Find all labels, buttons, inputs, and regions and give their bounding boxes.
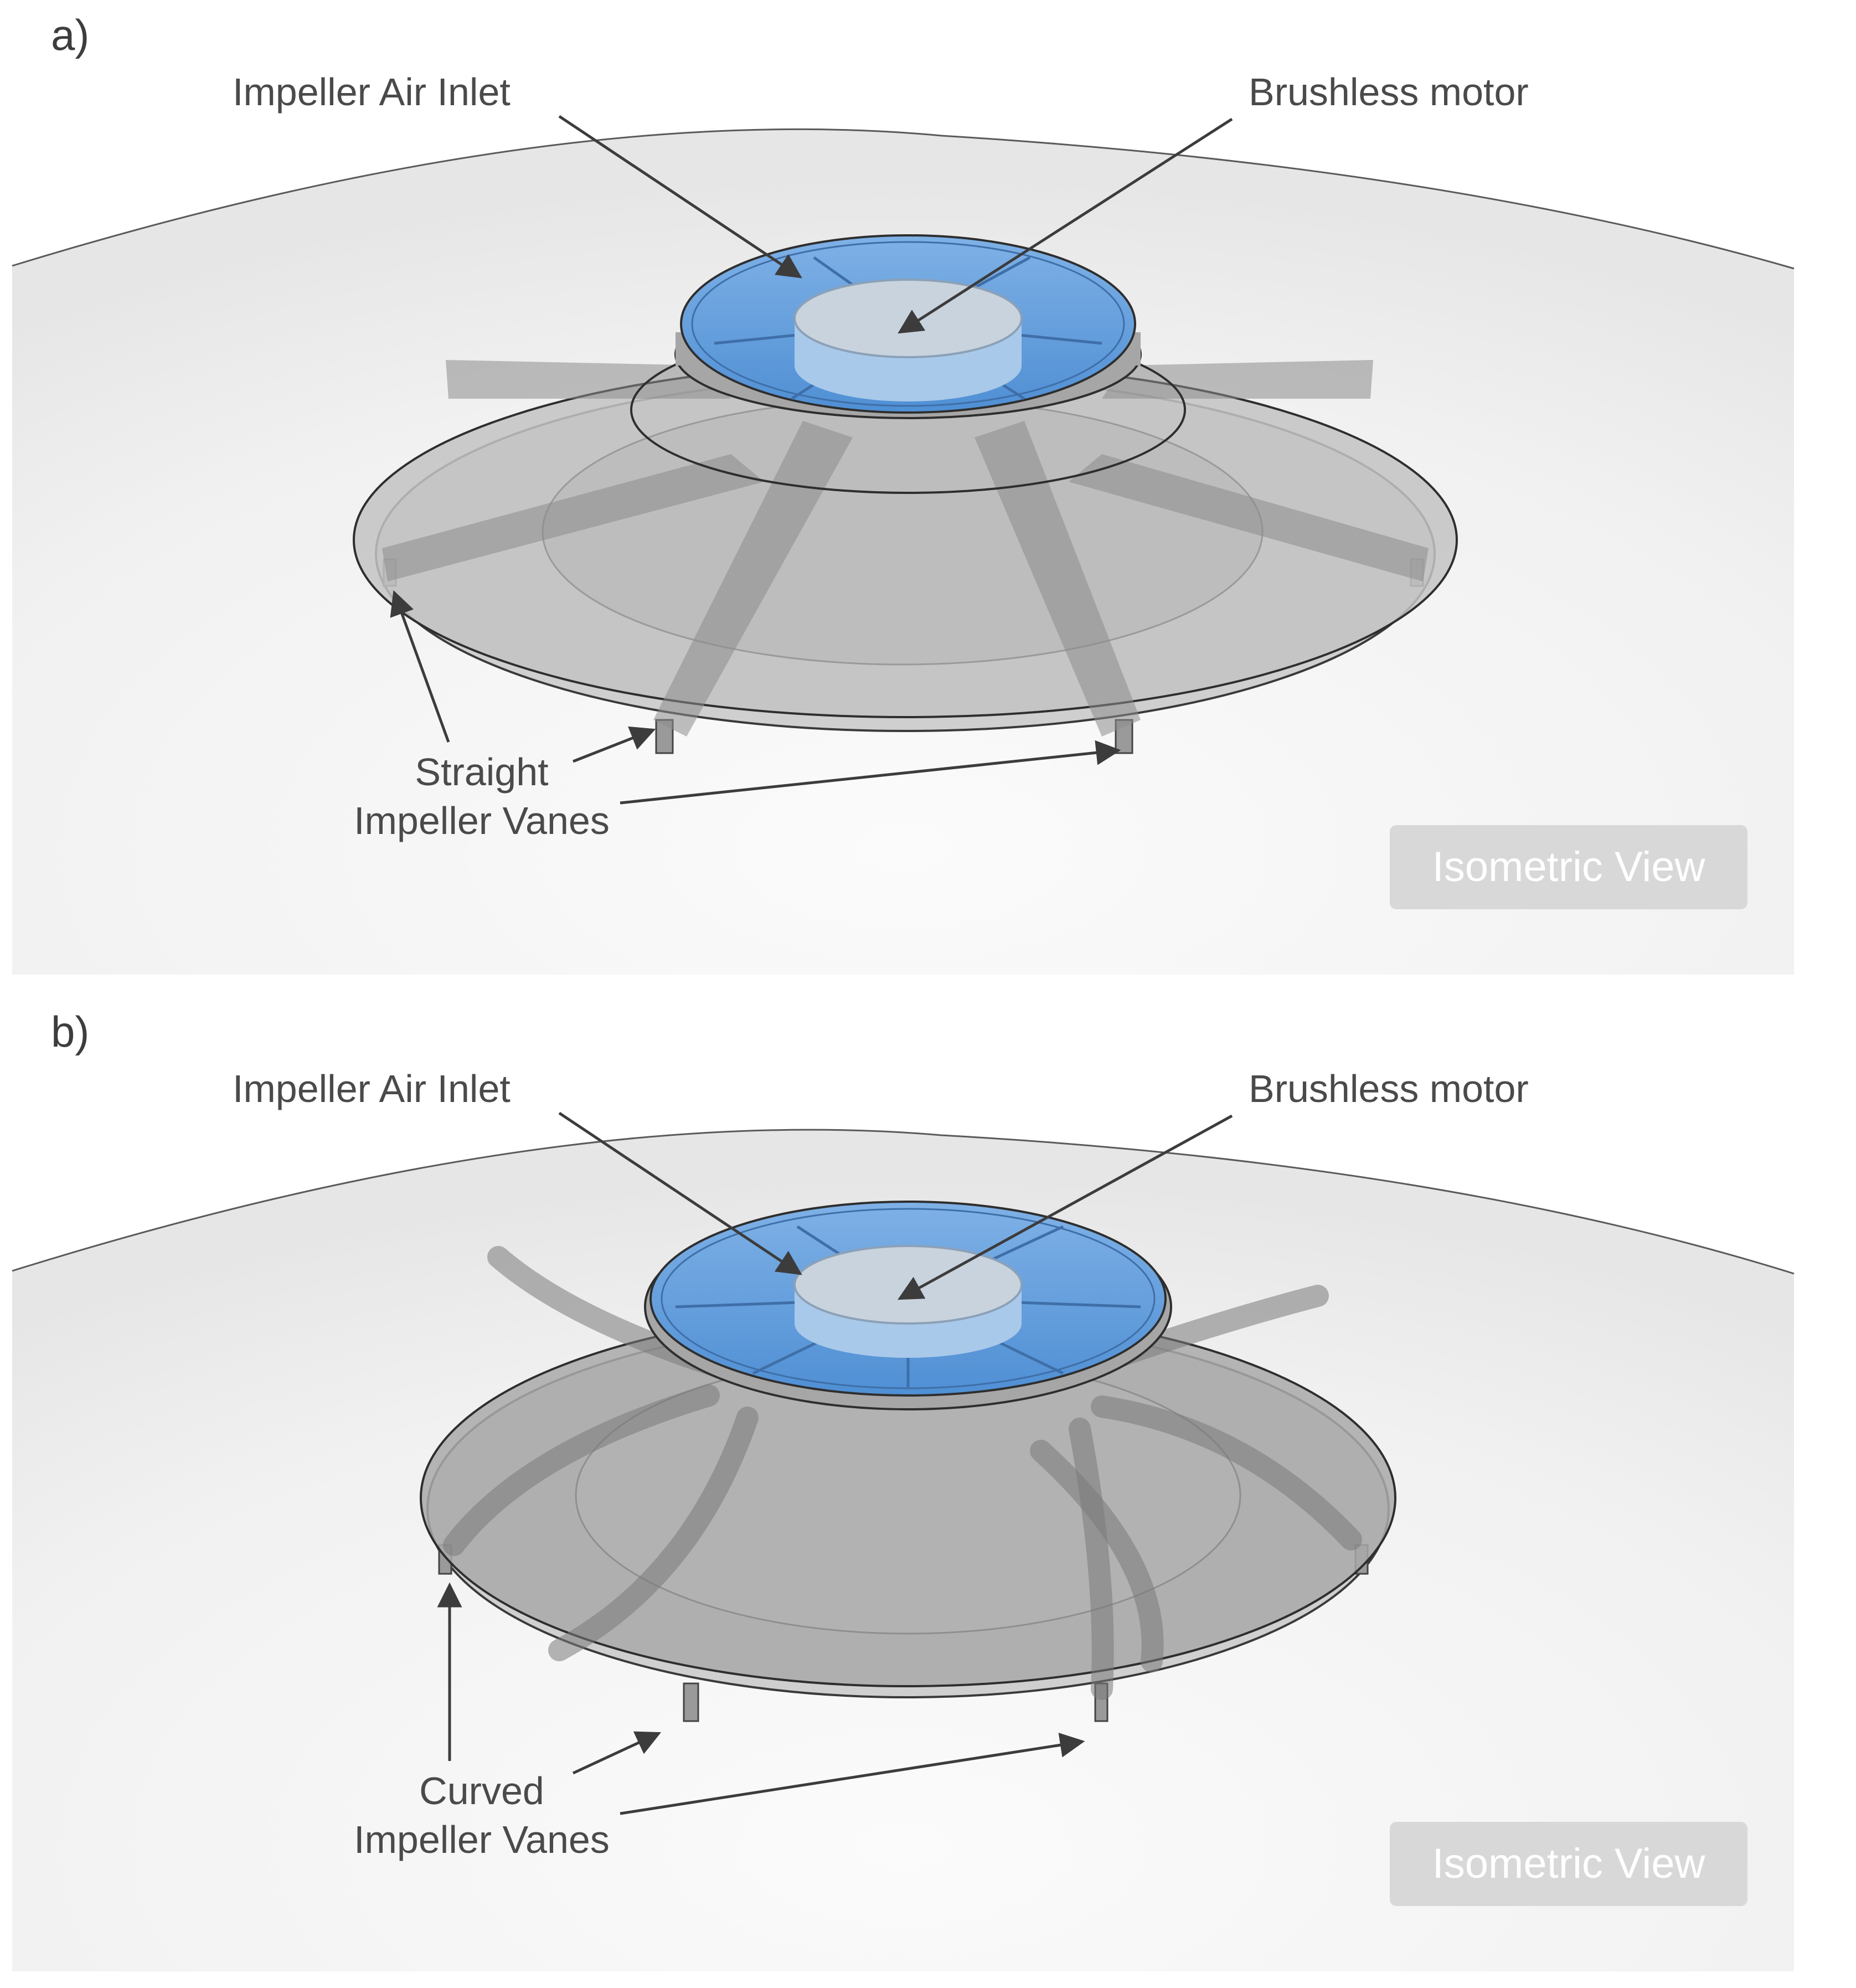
vane-arrow <box>620 740 1121 805</box>
panel-b: b) Impeller Air Inlet Brushless motor Cu… <box>0 997 1856 1988</box>
vane-label-line1: Curved <box>419 1769 544 1812</box>
inlet-arrow <box>558 115 802 279</box>
motor-arrow <box>898 1114 1233 1300</box>
vane-label: Curved Impeller Vanes <box>343 1766 620 1864</box>
vane-label-line1: Straight <box>415 750 549 794</box>
inlet-label: Impeller Air Inlet <box>233 70 511 114</box>
inlet-label: Impeller Air Inlet <box>233 1067 511 1110</box>
shroud-inner-cone <box>542 398 1264 666</box>
view-badge: Isometric View <box>1390 825 1747 909</box>
vane-arrow <box>573 726 656 763</box>
vane-arrow <box>572 1731 662 1775</box>
housing-rim <box>12 1129 1795 1275</box>
straight-vanes <box>382 360 1429 737</box>
impeller-illustration-b <box>12 1111 1795 1971</box>
vane-foot <box>683 1682 699 1722</box>
vane-label: Straight Impeller Vanes <box>343 748 620 845</box>
vane-label-line2: Impeller Vanes <box>354 799 610 842</box>
impeller-illustration-a <box>12 115 1795 975</box>
motor-label: Brushless motor <box>1249 70 1529 114</box>
motor-label: Brushless motor <box>1249 1067 1529 1110</box>
view-badge: Isometric View <box>1390 1822 1747 1906</box>
motor-top <box>793 1245 1023 1325</box>
panel-letter: a) <box>51 11 90 59</box>
housing-rim <box>12 128 1795 270</box>
curved-vanes <box>443 1246 1362 1700</box>
vane-arrow <box>390 590 450 743</box>
motor-arrow <box>898 117 1233 334</box>
motor-top <box>793 279 1023 358</box>
panel-a: a) Impeller Air Inlet Brushless motor St… <box>0 0 1856 991</box>
vane-label-line2: Impeller Vanes <box>354 1818 610 1861</box>
vane-arrow <box>620 1732 1085 1815</box>
panel-letter: b) <box>51 1007 90 1056</box>
inlet-arrow <box>558 1111 802 1275</box>
